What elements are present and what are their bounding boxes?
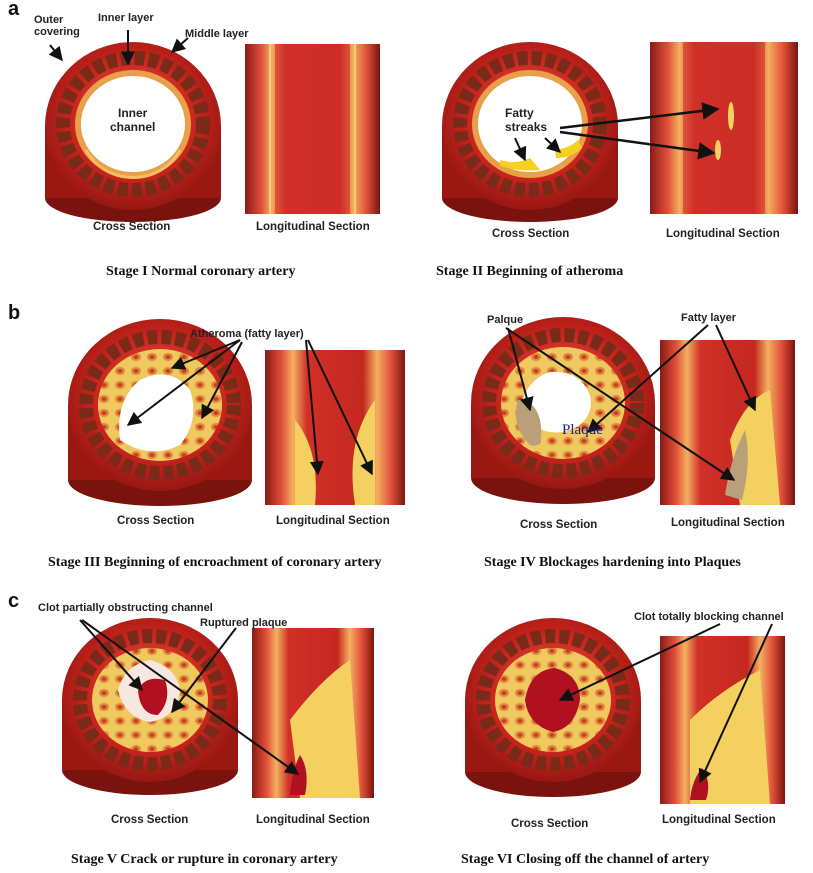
stage1-caption: Stage I Normal coronary artery: [106, 264, 295, 280]
label-middle-layer: Middle layer: [185, 28, 249, 40]
label-inner-channel: Inner channel: [110, 106, 155, 134]
label-inner-layer: Inner layer: [98, 12, 154, 24]
stage4-longitudinal-section-label: Longitudinal Section: [671, 517, 785, 529]
stage1-cross-section-label: Cross Section: [93, 221, 170, 233]
stage6-cross-section-art: [465, 618, 641, 797]
stage1-longitudinal-section-label: Longitudinal Section: [256, 221, 370, 233]
stage3-cross-section-label: Cross Section: [117, 515, 194, 527]
stage4-cross-section-art: [471, 317, 655, 504]
stage2-longitudinal-art: [650, 42, 798, 214]
label-palque: Palque: [487, 314, 523, 326]
stage3-caption: Stage III Beginning of encroachment of c…: [48, 555, 382, 571]
label-fatty-streaks: Fatty streaks: [505, 106, 547, 134]
stage6-cross-section-label: Cross Section: [511, 818, 588, 830]
stage5-longitudinal-section-label: Longitudinal Section: [256, 814, 370, 826]
stage6-longitudinal-section-label: Longitudinal Section: [662, 814, 776, 826]
label-clot-total: Clot totally blocking channel: [634, 611, 784, 623]
panel-letter-a: a: [8, 0, 19, 21]
label-ruptured-plaque: Ruptured plaque: [200, 617, 287, 629]
panel-letter-c: c: [8, 590, 19, 613]
stage1-longitudinal-art: [245, 44, 380, 214]
label-clot-partial: Clot partially obstructing channel: [38, 602, 213, 614]
stage6-caption: Stage VI Closing off the channel of arte…: [461, 852, 709, 868]
label-atheroma: Atheroma (fatty layer): [190, 328, 304, 340]
stage6-longitudinal-art: [660, 636, 785, 804]
stage5-longitudinal-art: [252, 628, 374, 798]
stage3-longitudinal-section-label: Longitudinal Section: [276, 515, 390, 527]
label-plaque: Plaque: [562, 422, 603, 439]
stage2-caption: Stage II Beginning of atheroma: [436, 264, 623, 280]
stage4-longitudinal-art: [660, 340, 795, 505]
panel-letter-b: b: [8, 302, 20, 325]
stage5-cross-section-label: Cross Section: [111, 814, 188, 826]
label-fatty-layer: Fatty layer: [681, 312, 736, 324]
stage2-longitudinal-section-label: Longitudinal Section: [666, 228, 780, 240]
label-outer-covering: Outer covering: [34, 14, 80, 38]
stage5-caption: Stage V Crack or rupture in coronary art…: [71, 852, 338, 868]
stage3-longitudinal-art: [265, 350, 405, 505]
stage2-cross-section-label: Cross Section: [492, 228, 569, 240]
stage4-caption: Stage IV Blockages hardening into Plaque…: [484, 555, 741, 571]
stage5-cross-section-art: [62, 618, 238, 795]
stage4-cross-section-label: Cross Section: [520, 519, 597, 531]
